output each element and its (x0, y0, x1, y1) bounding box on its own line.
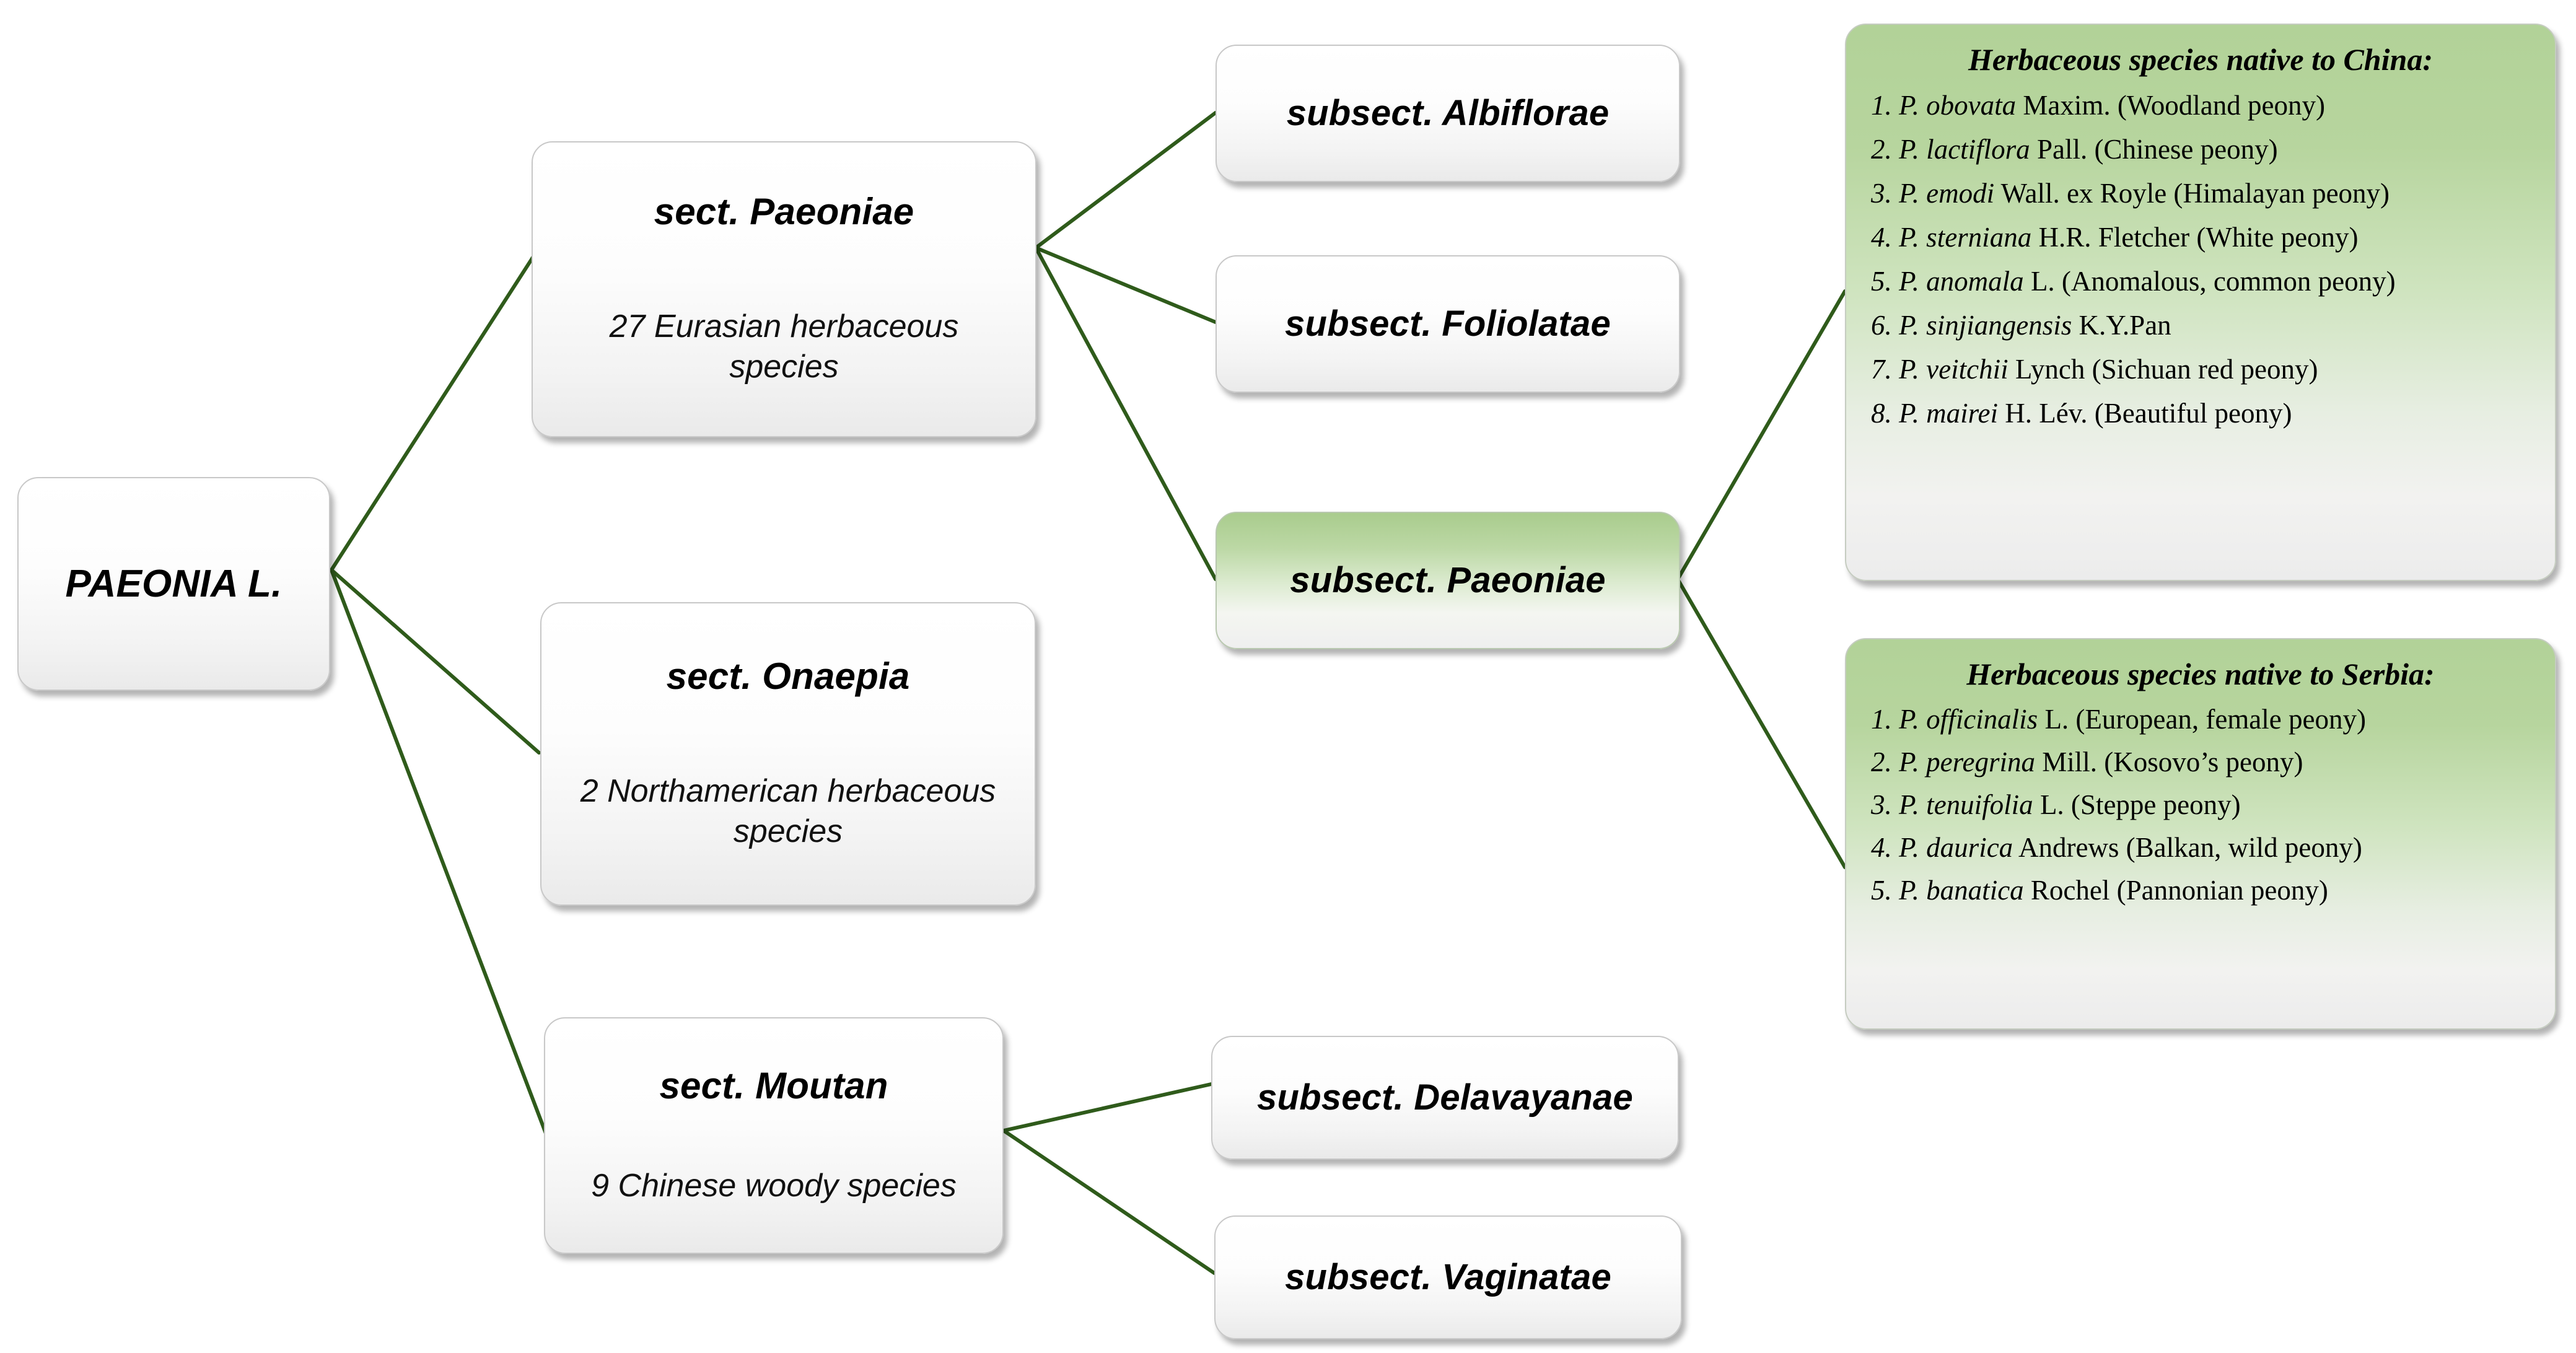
sect-moutan-subtitle: 9 Chinese woody species (591, 1167, 957, 1204)
item-authority: Mill. (Kosovo’s peony) (2042, 747, 2303, 777)
edge-root-to-moutan (330, 568, 550, 1142)
sect-onaepia-subtitle: 2 Northamerican herbaceous species (580, 773, 996, 849)
sect-moutan-title: sect. Moutan (659, 1064, 888, 1106)
root-label: PAEONIA L. (65, 563, 283, 605)
item-number: 1. (1871, 90, 1892, 121)
subsect-paeoniae-title: subsect. Paeoniae (1290, 560, 1606, 601)
item-number: 8. (1871, 398, 1892, 429)
item-authority: Pall. (Chinese peony) (2036, 134, 2278, 165)
item-species: P. banatica (1899, 875, 2024, 906)
item-species: P. sinjiangensis (1899, 310, 2072, 341)
item-number: 6. (1871, 310, 1892, 341)
sect-onaepia-title: sect. Onaepia (666, 655, 910, 697)
list-item: 2. P. lactiflora Pall. (Chinese peony) (1867, 128, 2534, 172)
edge-subpaeoniae-to-china (1676, 289, 1847, 581)
subsect-foliolatae-title: subsect. Foliolatae (1285, 304, 1611, 344)
item-species: P. tenuifolia (1899, 789, 2033, 820)
edge-moutan-to-vaginatae (1002, 1129, 1216, 1275)
item-species: P. obovata (1899, 90, 2017, 121)
item-number: 5. (1871, 266, 1892, 297)
item-authority: Lynch (Sichuan red peony) (2015, 354, 2318, 385)
list-item: 1. P. officinalis L. (European, female p… (1867, 698, 2534, 741)
item-number: 3. (1871, 178, 1892, 209)
item-number: 5. (1871, 875, 1892, 906)
item-number: 4. (1871, 222, 1892, 253)
edge-paeoniae-to-albiflorae (1034, 111, 1217, 250)
node-subsect-albiflorae[interactable]: subsect. Albiflorae (1216, 45, 1680, 182)
item-species: P. mairei (1899, 398, 1999, 429)
node-paeonia-root[interactable]: PAEONIA L. (17, 477, 330, 691)
item-species: P. veitchii (1899, 354, 2009, 385)
item-number: 3. (1871, 789, 1892, 820)
node-subsect-delavayanae[interactable]: subsect. Delavayanae (1211, 1036, 1679, 1160)
item-number: 1. (1871, 704, 1892, 735)
item-authority: H. Lév. (Beautiful peony) (2005, 398, 2292, 429)
list-item: 5. P. banatica Rochel (Pannonian peony) (1867, 869, 2534, 912)
item-authority: L. (European, female peony) (2044, 704, 2366, 735)
subsect-albiflorae-title: subsect. Albiflorae (1286, 93, 1610, 134)
list-item: 6. P. sinjiangensis K.Y.Pan (1867, 304, 2534, 348)
item-authority: Maxim. (Woodland peony) (2023, 90, 2325, 121)
item-authority: Andrews (Balkan, wild peony) (2018, 832, 2362, 863)
list-item: 3. P. tenuifolia L. (Steppe peony) (1867, 784, 2534, 826)
node-sect-moutan[interactable]: sect. Moutan 9 Chinese woody species (544, 1017, 1004, 1254)
node-subsect-vaginatae[interactable]: subsect. Vaginatae (1214, 1215, 1682, 1339)
sect-paeoniae-subtitle: 27 Eurasian herbaceous species (609, 309, 959, 385)
list-item: 4. P. sterniana H.R. Fletcher (White peo… (1867, 216, 2534, 260)
subsect-vaginatae-title: subsect. Vaginatae (1285, 1257, 1611, 1298)
list-item: 2. P. peregrina Mill. (Kosovo’s peony) (1867, 741, 2534, 784)
panel-china-list: 1. P. obovata Maxim. (Woodland peony) 2.… (1867, 84, 2534, 436)
item-authority: L. (Steppe peony) (2039, 789, 2241, 820)
item-authority: H.R. Fletcher (White peony) (2038, 222, 2359, 253)
item-species: P. daurica (1899, 832, 2013, 863)
list-item: 5. P. anomala L. (Anomalous, common peon… (1867, 260, 2534, 304)
edge-subpaeoniae-to-serbia (1676, 577, 1847, 869)
item-number: 7. (1871, 354, 1892, 385)
panel-china-heading: Herbaceous species native to China: (1968, 42, 2433, 77)
node-sect-paeoniae[interactable]: sect. Paeoniae 27 Eurasian herbaceous sp… (532, 141, 1036, 437)
panel-species-china[interactable]: Herbaceous species native to China: 1. P… (1845, 24, 2556, 581)
list-item: 4. P. daurica Andrews (Balkan, wild peon… (1867, 826, 2534, 869)
edge-paeoniae-to-subpaeoniae (1034, 246, 1217, 581)
item-species: P. sterniana (1899, 222, 2032, 253)
node-subsect-foliolatae[interactable]: subsect. Foliolatae (1216, 255, 1680, 393)
item-number: 4. (1871, 832, 1892, 863)
item-number: 2. (1871, 134, 1892, 165)
item-authority: Rochel (Pannonian peony) (2030, 875, 2328, 906)
list-item: 1. P. obovata Maxim. (Woodland peony) (1867, 84, 2534, 128)
item-authority: Wall. ex Royle (Himalayan peony) (2000, 178, 2390, 209)
list-item: 8. P. mairei H. Lév. (Beautiful peony) (1867, 392, 2534, 436)
edge-paeoniae-to-foliolatae (1034, 246, 1217, 324)
panel-serbia-list: 1. P. officinalis L. (European, female p… (1867, 698, 2534, 912)
item-species: P. lactiflora (1899, 134, 2030, 165)
list-item: 7. P. veitchii Lynch (Sichuan red peony) (1867, 348, 2534, 392)
sect-paeoniae-title: sect. Paeoniae (654, 191, 914, 232)
node-subsect-paeoniae[interactable]: subsect. Paeoniae (1216, 512, 1680, 649)
item-species: P. officinalis (1899, 704, 2038, 735)
item-species: P. peregrina (1899, 747, 2035, 777)
item-species: P. emodi (1899, 178, 1995, 209)
list-item: 3. P. emodi Wall. ex Royle (Himalayan pe… (1867, 172, 2534, 216)
subsect-delavayanae-title: subsect. Delavayanae (1257, 1077, 1633, 1118)
edge-root-to-paeoniae (330, 246, 541, 572)
item-authority: K.Y.Pan (2079, 310, 2171, 341)
edge-moutan-to-delavayanae (1002, 1082, 1213, 1132)
edge-root-to-onaepia (330, 568, 541, 755)
item-number: 2. (1871, 747, 1892, 777)
node-sect-onaepia[interactable]: sect. Onaepia 2 Northamerican herbaceous… (540, 602, 1036, 906)
panel-species-serbia[interactable]: Herbaceous species native to Serbia: 1. … (1845, 638, 2556, 1030)
panel-serbia-heading: Herbaceous species native to Serbia: (1966, 657, 2435, 691)
item-authority: L. (Anomalous, common peony) (2030, 266, 2396, 297)
item-species: P. anomala (1899, 266, 2024, 297)
